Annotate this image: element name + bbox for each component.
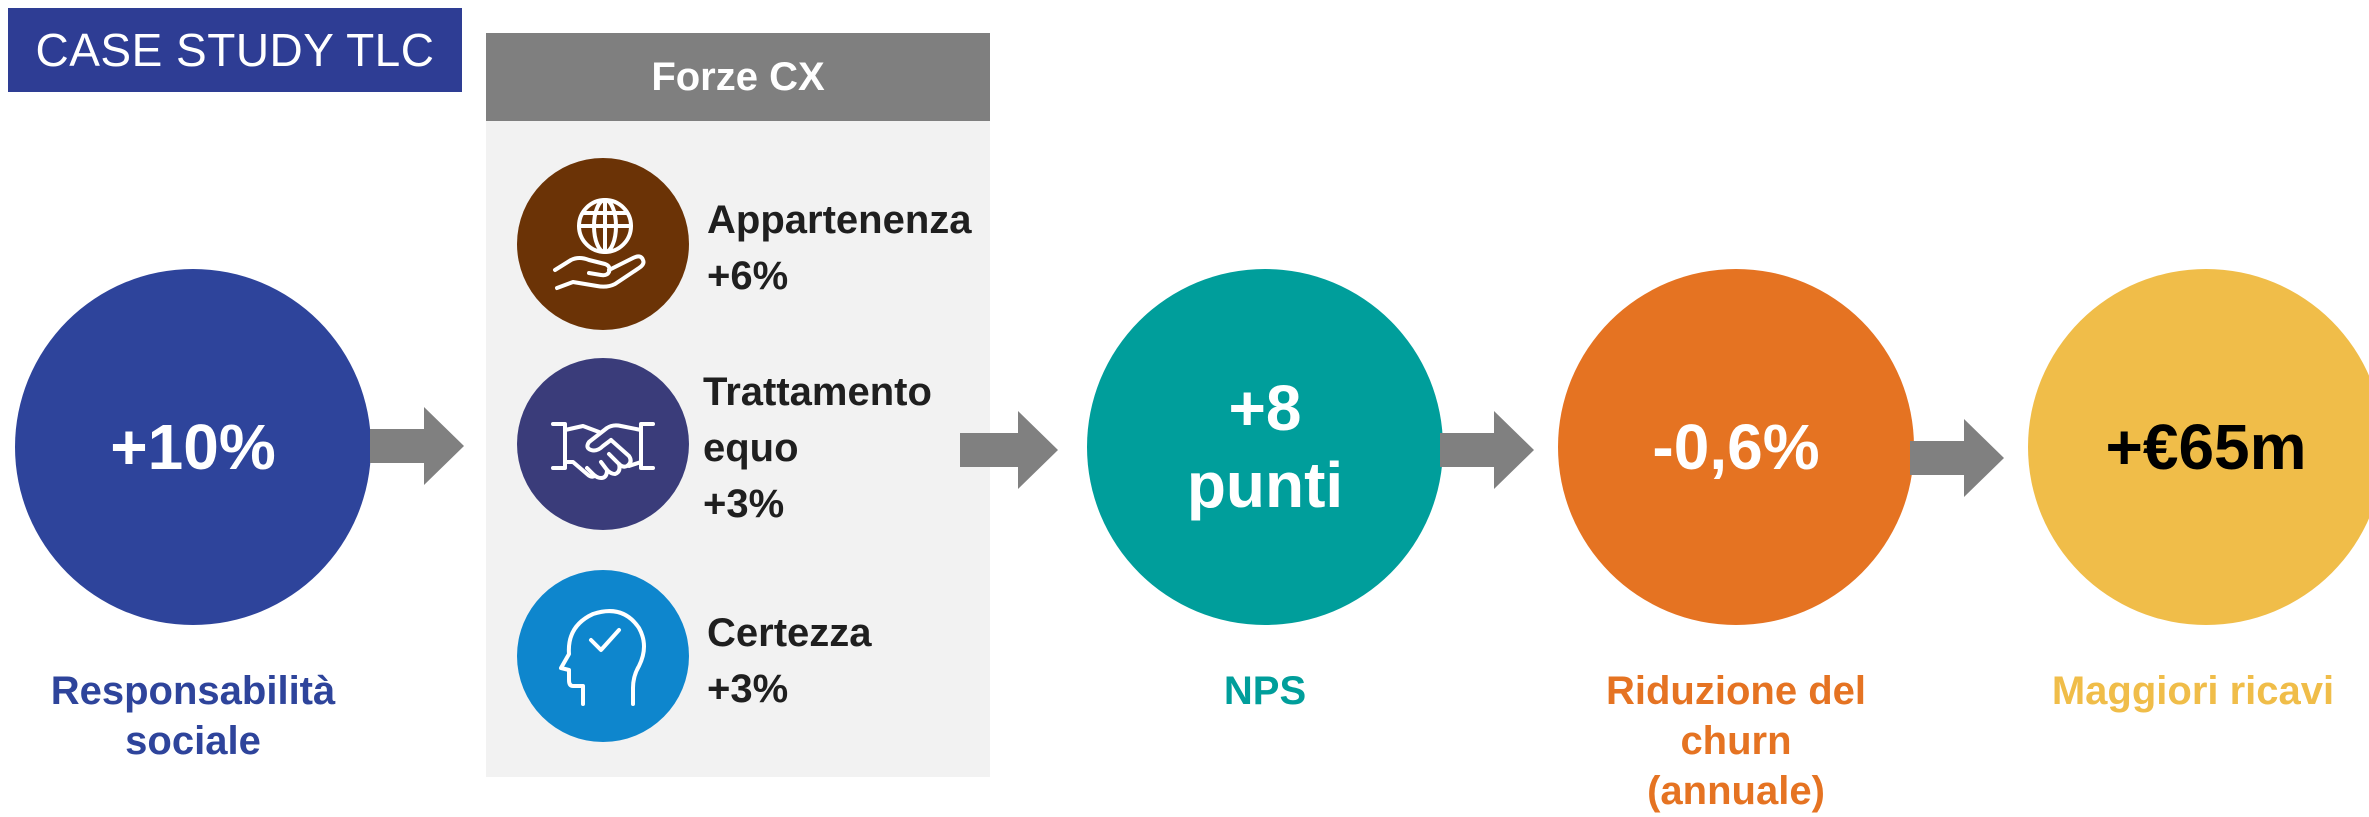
force-name: Appartenenza bbox=[707, 198, 972, 242]
label-line1: Maggiori ricavi bbox=[2051, 669, 2335, 713]
label-line1: Responsabilità bbox=[50, 669, 336, 713]
head-check-icon bbox=[517, 570, 689, 742]
step-value-line1: +8 bbox=[1228, 372, 1302, 445]
badge-title: CASE STUDY TLC bbox=[35, 24, 435, 76]
step-value: -0,6% bbox=[1652, 410, 1820, 483]
arrow-1 bbox=[370, 407, 464, 485]
label-line1: Riduzione del bbox=[1606, 669, 1866, 713]
arrow-4 bbox=[1910, 419, 2004, 497]
label-line2: sociale bbox=[125, 719, 261, 763]
step-value: +10% bbox=[110, 410, 276, 483]
globe-in-hand-icon bbox=[517, 158, 689, 330]
force-name-line2: equo bbox=[703, 426, 799, 470]
force-appartenenza: Appartenenza +6% bbox=[707, 192, 972, 304]
step-value-line2: punti bbox=[1186, 449, 1344, 521]
nps-label: NPS bbox=[1087, 666, 1443, 716]
case-study-badge: CASE STUDY TLC bbox=[8, 8, 462, 92]
arrow-2 bbox=[960, 411, 1058, 489]
force-value: +3% bbox=[703, 482, 785, 526]
force-value: +3% bbox=[707, 667, 789, 711]
force-value: +6% bbox=[707, 254, 789, 298]
force-name: Certezza bbox=[707, 611, 872, 655]
panel-header-title: Forze CX bbox=[651, 54, 825, 99]
responsabilita-circle: +10% bbox=[15, 269, 371, 625]
handshake-icon bbox=[517, 358, 689, 530]
ricavi-label: Maggiori ricavi bbox=[2018, 666, 2368, 716]
forces-panel-header: Forze CX bbox=[486, 33, 990, 121]
force-certezza: Certezza +3% bbox=[707, 605, 872, 717]
force-trattamento-equo: Trattamento equo +3% bbox=[703, 364, 932, 532]
step-value: +€65m bbox=[2105, 410, 2307, 483]
force-name-line1: Trattamento bbox=[703, 370, 932, 414]
responsabilita-label: Responsabilità sociale bbox=[15, 666, 371, 766]
nps-circle: +8 punti bbox=[1087, 269, 1443, 625]
ricavi-circle: +€65m bbox=[2028, 269, 2369, 625]
label-line3: (annuale) bbox=[1647, 769, 1825, 813]
label-line2: churn bbox=[1680, 719, 1792, 763]
churn-circle: -0,6% bbox=[1558, 269, 1914, 625]
arrow-3 bbox=[1440, 411, 1534, 489]
churn-label: Riduzione del churn (annuale) bbox=[1558, 666, 1914, 816]
label-line1: NPS bbox=[1223, 669, 1307, 713]
